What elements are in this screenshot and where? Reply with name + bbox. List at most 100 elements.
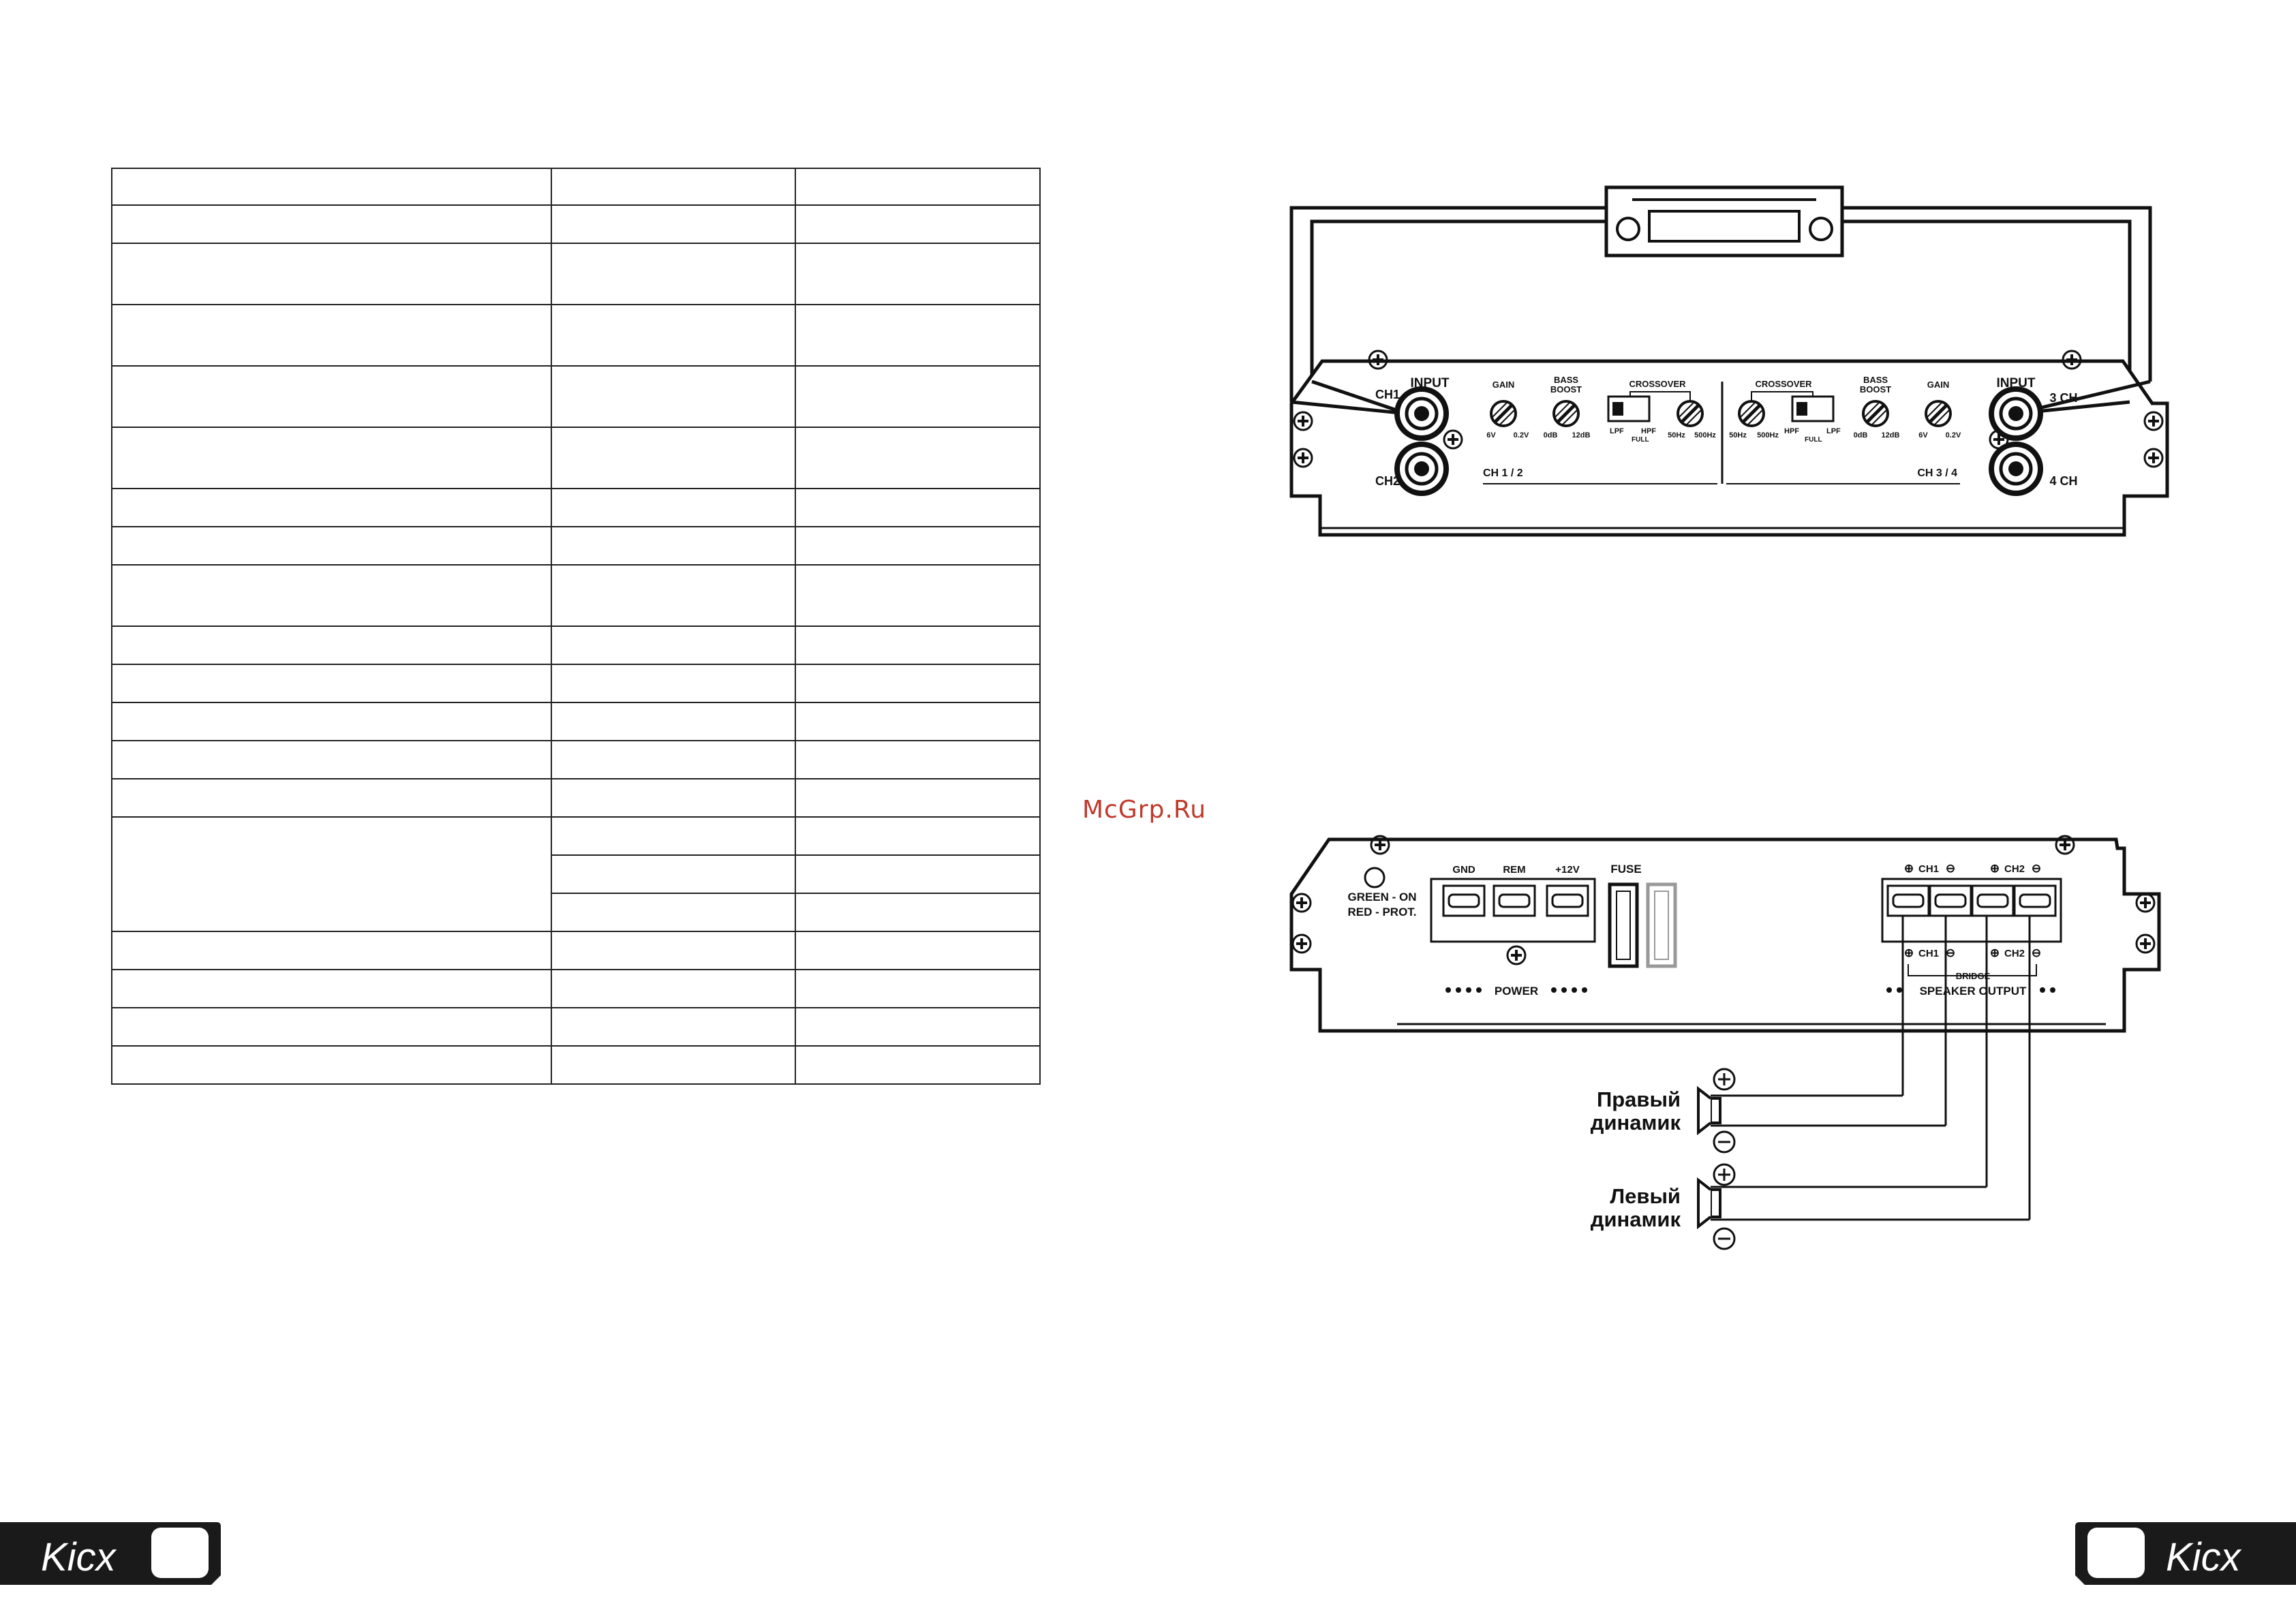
table-cell bbox=[795, 365, 1041, 428]
bass-max-right: 12dB bbox=[1882, 431, 1900, 439]
table-row bbox=[111, 625, 1041, 665]
table-cell bbox=[111, 168, 552, 206]
minus-symbol: ⊖ bbox=[2032, 862, 2041, 875]
table-cell bbox=[551, 778, 796, 818]
table-cell bbox=[551, 304, 796, 367]
table-row bbox=[111, 1007, 1041, 1047]
table-row bbox=[111, 243, 1041, 305]
table-row bbox=[111, 204, 1041, 244]
table-row bbox=[111, 740, 1041, 779]
crossover-label-left: CROSSOVER bbox=[1629, 379, 1686, 389]
gain-label-right: GAIN bbox=[1927, 380, 1950, 390]
table-cell bbox=[795, 854, 1041, 894]
table-row bbox=[111, 168, 1041, 206]
rca-input-ch4 bbox=[1991, 444, 2040, 493]
table-cell bbox=[795, 427, 1041, 489]
logo-text-right: Kicx bbox=[2166, 1535, 2242, 1579]
table-cell bbox=[795, 664, 1041, 703]
table-cell bbox=[111, 243, 552, 305]
status-led bbox=[1364, 867, 1386, 888]
table-cell bbox=[551, 1045, 796, 1085]
crossover-knob-left bbox=[1678, 401, 1702, 426]
table-cell bbox=[551, 664, 796, 703]
bass-label-right-1: BASS bbox=[1863, 375, 1888, 385]
input-right-label: INPUT bbox=[1997, 376, 2036, 390]
status-line1: GREEN - ON bbox=[1347, 891, 1416, 903]
table-cell bbox=[795, 168, 1041, 206]
table-row bbox=[111, 488, 1041, 527]
table-cell bbox=[551, 893, 796, 932]
table-cell bbox=[795, 526, 1041, 566]
ch1-plus-terminal bbox=[1886, 884, 1930, 917]
freq-min-left: 50Hz bbox=[1668, 431, 1685, 439]
left-speaker-label-2: динамик bbox=[1591, 1207, 1681, 1231]
bass-knob-right bbox=[1863, 401, 1888, 426]
freq-max-left: 500Hz bbox=[1694, 431, 1716, 439]
freq-max-right: 500Hz bbox=[1757, 431, 1779, 439]
table-cell bbox=[795, 304, 1041, 367]
freq-min-right: 50Hz bbox=[1729, 431, 1747, 439]
crossover-switch-right bbox=[1791, 395, 1835, 422]
table-cell bbox=[551, 526, 796, 566]
gain-label-left: GAIN bbox=[1493, 380, 1515, 390]
table-cell bbox=[795, 625, 1041, 665]
gain-max-right: 0.2V bbox=[1946, 431, 1961, 439]
rca-input-ch2 bbox=[1397, 444, 1446, 493]
right-speaker-label-1: Правый bbox=[1597, 1087, 1681, 1111]
table-cell bbox=[111, 778, 552, 818]
table-cell bbox=[795, 816, 1041, 856]
bass-label-left-2: BOOST bbox=[1550, 384, 1582, 395]
table-cell bbox=[795, 1007, 1041, 1047]
table-cell bbox=[551, 243, 796, 305]
table-cell bbox=[551, 931, 796, 970]
table-cell bbox=[111, 931, 552, 970]
bass-min-right: 0dB bbox=[1854, 431, 1868, 439]
table-row bbox=[112, 893, 1041, 932]
table-cell bbox=[111, 816, 552, 932]
table-cell bbox=[111, 969, 552, 1008]
table-cell bbox=[111, 702, 552, 741]
table-cell bbox=[795, 893, 1041, 932]
ch2-label: CH2 bbox=[1375, 474, 1400, 488]
plus-symbol: ⊕ bbox=[1904, 946, 1914, 959]
table-cell bbox=[111, 526, 552, 566]
rem-terminal bbox=[1493, 884, 1536, 917]
rem-label: REM bbox=[1503, 864, 1525, 876]
table-row bbox=[111, 778, 1041, 818]
table-cell bbox=[551, 1007, 796, 1047]
speaker-output-label: SPEAKER OUTPUT bbox=[1920, 985, 2027, 998]
plus-symbol: ⊕ bbox=[1990, 946, 2000, 959]
table-cell bbox=[795, 204, 1041, 244]
plus-symbol: ⊕ bbox=[1904, 862, 1914, 875]
ch3-label: 3 CH bbox=[2049, 391, 2077, 405]
bridge-label: BRIDGE bbox=[1956, 971, 1991, 981]
minus-symbol: ⊖ bbox=[2032, 946, 2041, 959]
lpf-label-left: LPF bbox=[1610, 427, 1624, 435]
footer-logo-right: Kicx bbox=[2075, 1522, 2296, 1585]
gnd-label: GND bbox=[1452, 864, 1475, 876]
crossover-knob-right bbox=[1739, 401, 1764, 426]
table-cell bbox=[551, 204, 796, 244]
hpf-label-right: HPF bbox=[1784, 427, 1799, 435]
table-cell bbox=[551, 365, 796, 428]
gain-min-left: 6V bbox=[1486, 431, 1496, 439]
group-right-label: CH 3 / 4 bbox=[1917, 467, 1957, 479]
ch2-bottom-label: CH2 bbox=[2004, 948, 2025, 959]
table-cell bbox=[111, 1007, 552, 1047]
output-panel-diagram: GREEN - ON RED - PROT. GND REM +12V FUSE… bbox=[1289, 835, 2161, 1250]
full-label-right: FULL bbox=[1805, 436, 1822, 444]
table-row bbox=[111, 304, 1041, 367]
gain-knob-left bbox=[1491, 401, 1516, 426]
gain-max-left: 0.2V bbox=[1514, 431, 1529, 439]
table-cell bbox=[551, 488, 796, 527]
table-cell bbox=[551, 564, 796, 627]
table-row bbox=[111, 1045, 1041, 1085]
watermark: McGrp.Ru bbox=[1082, 796, 1207, 824]
table-cell bbox=[795, 243, 1041, 305]
minus-symbol: ⊖ bbox=[1946, 862, 1955, 875]
hpf-label-left: HPF bbox=[1641, 427, 1656, 435]
right-speaker-label-2: динамик bbox=[1591, 1111, 1681, 1134]
table-cell bbox=[551, 740, 796, 779]
bass-min-left: 0dB bbox=[1544, 431, 1558, 439]
bass-label-right-2: BOOST bbox=[1860, 384, 1891, 395]
